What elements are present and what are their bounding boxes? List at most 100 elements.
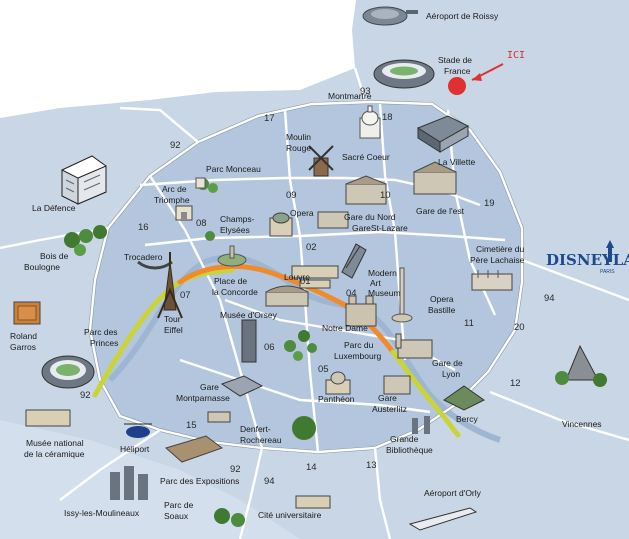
- label-roland-1: Roland: [10, 331, 37, 341]
- label-princes-2: Princes: [90, 338, 118, 348]
- label-bercy: Bercy: [456, 414, 478, 424]
- district-02: 02: [306, 242, 317, 253]
- label-tour-1: Tour: [164, 314, 181, 324]
- label-pantheon: Panthéon: [318, 394, 355, 404]
- disneyland-logo: [606, 240, 614, 262]
- label-villette: La Villette: [438, 157, 475, 167]
- department-92-south: 92: [230, 464, 241, 475]
- label-arc-1: Arc de: [162, 184, 187, 194]
- label-orsey: Musée d'Orsey: [220, 310, 278, 320]
- bois-de-boulogne-icon: [64, 225, 107, 256]
- label-defence: La Défence: [32, 203, 76, 213]
- opera-bastille-icon: [391, 267, 413, 323]
- label-lyon-2: Lyon: [442, 369, 460, 379]
- eiffel-tower-icon: [157, 252, 183, 319]
- label-arc-2: Triomphe: [154, 195, 190, 205]
- label-expositions: Parc des Expositions: [160, 476, 239, 486]
- department-94-east: 94: [544, 293, 555, 304]
- notre-dame-icon: [345, 295, 377, 327]
- district-20: 20: [514, 322, 525, 333]
- musee-ceramique-icon: [25, 409, 71, 427]
- label-orly: Aéroport d'Orly: [424, 488, 482, 498]
- denfert-rochereau-icon: [207, 411, 231, 423]
- label-concorde-2: la Concorde: [212, 287, 258, 297]
- district-numbers: 01 02 04 05 06 07 08 09 10 11 12 13 14 1…: [80, 86, 555, 487]
- label-trocadero: Trocadero: [124, 252, 163, 262]
- label-bastille-1: Opera: [430, 294, 454, 304]
- district-01: 01: [300, 276, 311, 287]
- label-monceau: Parc Monceau: [206, 164, 261, 174]
- district-15: 15: [186, 420, 197, 431]
- label-grande-2: Bibliothèque: [386, 445, 433, 455]
- label-princes-1: Parc des: [84, 327, 118, 337]
- roissy-airport-icon: [362, 6, 418, 26]
- arc-de-triomphe-icon: [175, 205, 193, 221]
- parc-monceau-icon: [195, 177, 218, 193]
- moulin-rouge-icon: [308, 145, 334, 177]
- label-concorde-1: Place de: [214, 276, 247, 286]
- musee-dorsey-icon: [265, 285, 309, 307]
- label-cimetiere-1: Cimetière du: [476, 244, 524, 254]
- issy-towers-icon: [110, 466, 148, 500]
- la-defence-icon: [61, 155, 107, 205]
- pantheon-icon: [325, 371, 351, 395]
- label-montparnasse-1: Gare: [200, 382, 219, 392]
- la-villette-icon: [416, 115, 470, 153]
- tour-montparnasse-icon: [241, 319, 257, 363]
- label-cite-univ: Cité universitaire: [258, 510, 322, 520]
- gare-st-lazare-icon: [317, 211, 349, 229]
- label-modern-3: Museum: [368, 288, 401, 298]
- gare-montparnasse-icon: [220, 375, 264, 397]
- district-06: 06: [264, 342, 275, 353]
- label-sacre-coeur: Sacré Coeur: [342, 152, 390, 162]
- disneyland-wordmark: DISNEYLAND: [546, 251, 629, 269]
- marker-label: ICI: [507, 50, 525, 61]
- label-st-lazare: GareSt-Lazare: [352, 223, 408, 233]
- label-austerlitz-1: Gare: [378, 393, 397, 403]
- route-green-east: [390, 349, 461, 438]
- label-lyon-1: Gare de: [432, 358, 463, 368]
- label-ceramique-2: de la céramique: [24, 449, 85, 459]
- district-07: 07: [180, 290, 191, 301]
- label-gare-nord: Gare du Nord: [344, 212, 396, 222]
- orly-airport-icon: [408, 507, 478, 531]
- label-moulin-2: Rouge: [286, 143, 311, 153]
- label-champs-1: Champs-: [220, 214, 255, 224]
- label-louvre: Louvre: [284, 272, 310, 282]
- label-vincennes: Vincennes: [562, 419, 602, 429]
- pere-lachaise-icon: [471, 270, 513, 291]
- label-roissy: Aéroport de Roissy: [426, 11, 499, 21]
- label-notre-dame: Notre Dame: [322, 323, 368, 333]
- label-montparnasse-2: Montparnasse: [176, 393, 230, 403]
- district-14: 14: [306, 462, 317, 473]
- label-denfert-1: Denfert-: [240, 424, 271, 434]
- map-labels: Aéroport de Roissy Stade de France ICI M…: [10, 11, 629, 521]
- label-stade-2: France: [444, 66, 471, 76]
- disneyland-sub: PARIS: [600, 269, 615, 275]
- louvre-icon: [291, 265, 339, 289]
- district-08: 08: [196, 218, 207, 229]
- gare-de-lest-icon: [413, 161, 457, 195]
- vincennes-icon: [555, 344, 607, 387]
- gare-austerlitz-icon: [383, 375, 411, 395]
- district-19: 19: [484, 198, 495, 209]
- champs-elysees-icon: [205, 231, 247, 267]
- stade-de-france-icon: [373, 59, 435, 89]
- gare-de-lyon-icon: [395, 333, 433, 359]
- department-93: 93: [360, 86, 371, 97]
- parc-de-sceaux-icon: [214, 508, 245, 527]
- you-are-here-marker: [448, 63, 504, 95]
- district-18: 18: [382, 112, 393, 123]
- label-lux-2: Luxembourg: [334, 351, 382, 361]
- bercy-icon: [443, 385, 485, 411]
- district-09: 09: [286, 190, 297, 201]
- gare-du-nord-icon: [345, 175, 387, 205]
- label-opera: Opera: [290, 208, 314, 218]
- label-montmartre: Montmartre: [328, 91, 372, 101]
- parc-expositions-icon: [164, 435, 224, 463]
- label-cimetiere-2: Père Lachaise: [470, 255, 525, 265]
- label-bastille-2: Bastille: [428, 305, 456, 315]
- luxembourg-gardens-icon: [284, 330, 317, 361]
- label-bois-1: Bois de: [40, 251, 69, 261]
